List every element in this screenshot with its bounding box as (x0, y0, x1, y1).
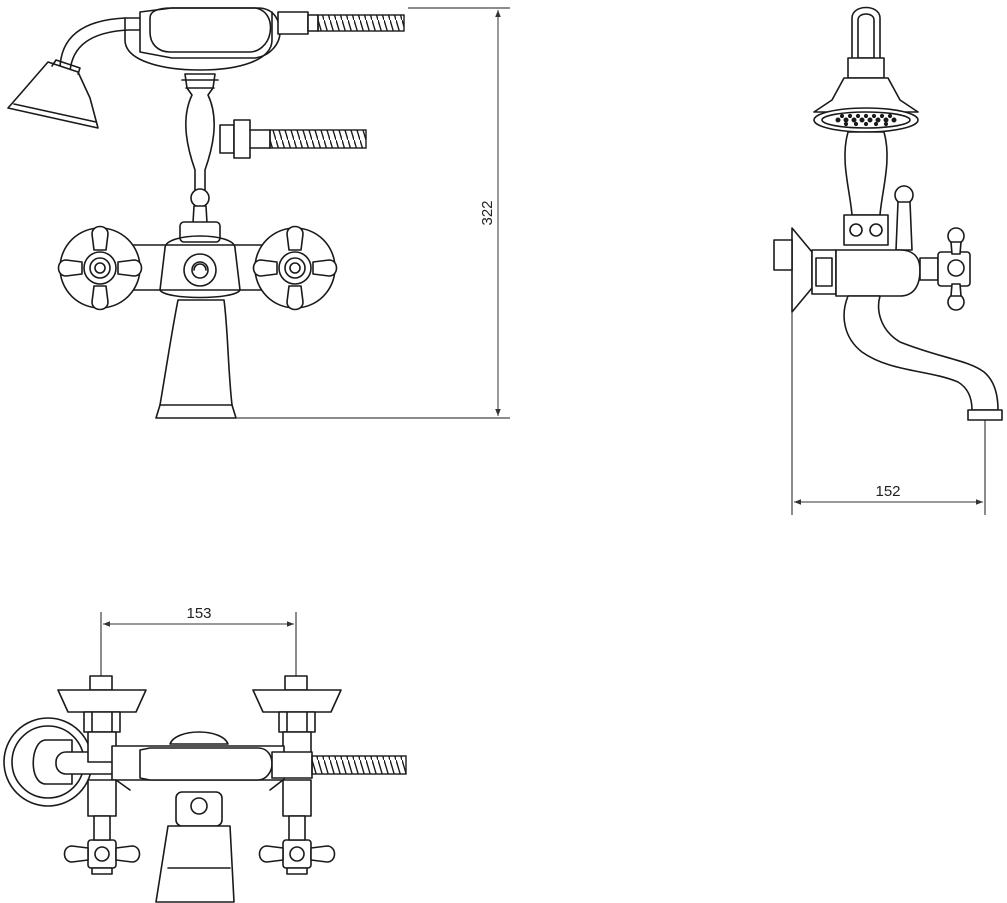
top-view: 153 (3, 605, 407, 903)
height-dimension-label: 322 (479, 200, 496, 225)
side-cross-handle (937, 227, 971, 311)
front-view: 322 (7, 7, 510, 419)
centers-dimension-label: 153 (186, 605, 211, 622)
right-cross-handle (252, 225, 338, 311)
spout (843, 295, 999, 411)
base-column (155, 299, 237, 419)
side-handset (851, 6, 881, 61)
side-body (835, 249, 921, 297)
diverter-knob (183, 253, 217, 287)
side-hose (269, 129, 367, 149)
top-left-cross-handle (63, 815, 141, 875)
side-view: 152 (773, 6, 1003, 515)
left-cross-handle (57, 225, 143, 311)
wall-flange (791, 227, 813, 313)
shower-head (7, 61, 99, 129)
top-hose (311, 755, 407, 775)
top-right-cross-handle (258, 815, 336, 875)
rose-holes (835, 113, 897, 127)
top-spout (155, 825, 235, 903)
projection-dimension-label: 152 (875, 483, 900, 500)
handset-hose (317, 14, 405, 32)
